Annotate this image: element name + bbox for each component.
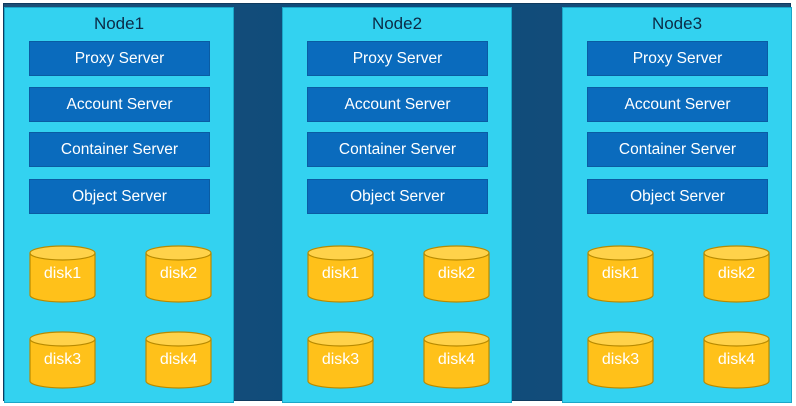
node-1-disk-3: disk3 (29, 331, 96, 389)
node-3-title: Node3 (651, 14, 703, 33)
disk-cylinder-icon (423, 245, 490, 303)
node-2-disk-2-label: disk2 (437, 265, 476, 282)
node-1-disk-2: disk2 (145, 245, 212, 303)
node-2-account-server: Account Server (307, 87, 488, 122)
node-1-container-server: Container Server (29, 132, 210, 167)
node-2-proxy-server: Proxy Server (307, 41, 488, 76)
node-2-disk-4-label: disk4 (437, 351, 476, 368)
node-1-disk-4-label: disk4 (159, 351, 198, 368)
node-3-panel: Node3 Proxy Server Account Server Contai… (562, 7, 792, 403)
disk-cylinder-icon (145, 245, 212, 303)
disk-cylinder-icon (29, 331, 96, 389)
disk-cylinder-icon (703, 245, 770, 303)
node-1-disk-2-label: disk2 (159, 265, 198, 282)
disk-cylinder-icon (307, 331, 374, 389)
node-3-object-server: Object Server (587, 179, 768, 214)
node-2-disk-2: disk2 (423, 245, 490, 303)
node-3-proxy-server: Proxy Server (587, 41, 768, 76)
node-1-disk-4: disk4 (145, 331, 212, 389)
node-1-disk-3-label: disk3 (43, 351, 82, 368)
node-3-disk-1-label: disk1 (601, 265, 640, 282)
node-1-proxy-server: Proxy Server (29, 41, 210, 76)
disk-cylinder-icon (145, 331, 212, 389)
node-3-container-server: Container Server (587, 132, 768, 167)
node-2-object-server: Object Server (307, 179, 488, 214)
node-1-account-server: Account Server (29, 87, 210, 122)
disk-cylinder-icon (307, 245, 374, 303)
node-2-container-server: Container Server (307, 132, 488, 167)
node-1-disk-1: disk1 (29, 245, 96, 303)
node-3-disk-4-label: disk4 (717, 351, 756, 368)
disk-cylinder-icon (29, 245, 96, 303)
node-3-disk-3: disk3 (587, 331, 654, 389)
node-2-disk-3: disk3 (307, 331, 374, 389)
node-3-disk-4: disk4 (703, 331, 770, 389)
disk-cylinder-icon (423, 331, 490, 389)
node-2-disk-4: disk4 (423, 331, 490, 389)
node-3-disk-1: disk1 (587, 245, 654, 303)
node-3-disk-2: disk2 (703, 245, 770, 303)
node-2-title: Node2 (371, 14, 423, 33)
node-1-object-server: Object Server (29, 179, 210, 214)
node-1-panel: Node1 Proxy Server Account Server Contai… (4, 7, 234, 403)
node-1-disk-1-label: disk1 (43, 265, 82, 282)
node-2-disk-1-label: disk1 (321, 265, 360, 282)
diagram-frame: Node1 Proxy Server Account Server Contai… (3, 3, 792, 403)
node-1-title: Node1 (93, 14, 145, 33)
disk-cylinder-icon (587, 331, 654, 389)
node-3-account-server: Account Server (587, 87, 768, 122)
node-3-disk-3-label: disk3 (601, 351, 640, 368)
disk-cylinder-icon (587, 245, 654, 303)
disk-cylinder-icon (703, 331, 770, 389)
node-3-disk-2-label: disk2 (717, 265, 756, 282)
node-2-panel: Node2 Proxy Server Account Server Contai… (282, 7, 512, 403)
node-2-disk-3-label: disk3 (321, 351, 360, 368)
node-2-disk-1: disk1 (307, 245, 374, 303)
